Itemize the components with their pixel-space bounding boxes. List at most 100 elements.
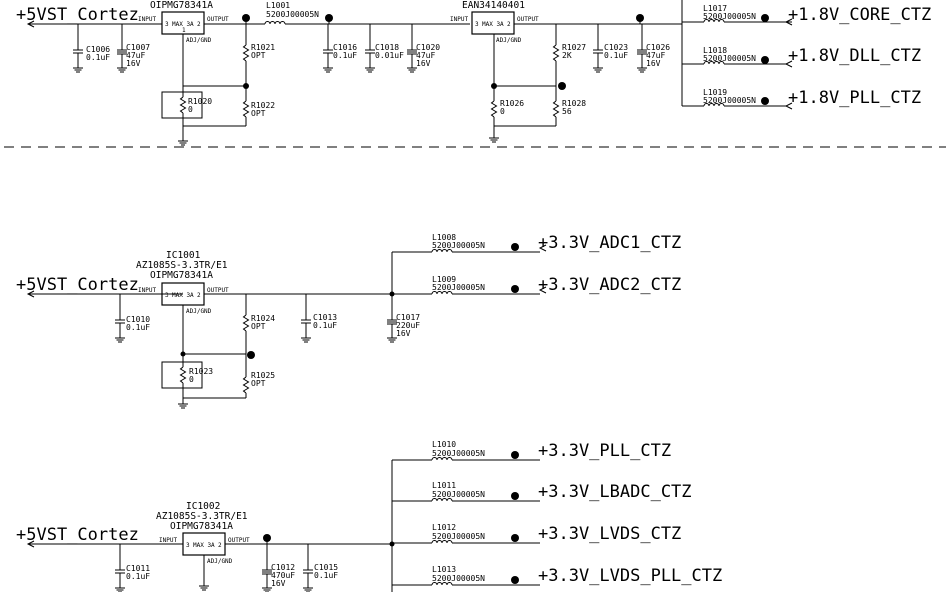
section-1: +5VST_Cortez OIPMG78341A 3 MAX 3A 2 1 IN…	[16, 0, 931, 146]
section-2: +5VST_Cortez IC1001 AZ1085S-3.3TR/E1 OIP…	[16, 233, 681, 409]
component-label: L1008	[432, 233, 456, 242]
component-label: C1023	[604, 43, 628, 52]
component-label: R1021	[251, 43, 275, 52]
output-net-label: +1.8V_DLL_CTZ	[788, 46, 921, 66]
component-label: 0	[500, 107, 505, 116]
component-label: 5200J00005N	[432, 241, 485, 250]
component-label: C1011	[126, 564, 150, 573]
component-label: R1025	[251, 371, 275, 380]
component-label: OPT	[251, 379, 266, 388]
component-label: 0.1uF	[313, 321, 337, 330]
component-label: 47uF	[416, 51, 435, 60]
output-rail: L1012 5200J00005N +3.3V_LVDS_CTZ	[392, 523, 681, 544]
component-label: 16V	[396, 329, 411, 338]
component-label: C1007	[126, 43, 150, 52]
component-label: L1010	[432, 440, 456, 449]
output-net-label: +3.3V_LBADC_CTZ	[538, 482, 692, 502]
component-label: 56	[562, 107, 572, 116]
component-label: 3	[186, 542, 190, 549]
component-label: C1016	[333, 43, 357, 52]
component-label: OIPMG78341A	[170, 521, 233, 532]
component-label: INPUT	[159, 537, 177, 544]
output-net-label: +3.3V_ADC2_CTZ	[538, 275, 681, 295]
component-label: 5200J00005N	[703, 12, 756, 21]
output-rail: L1019 5200J00005N +1.8V_PLL_CTZ	[682, 88, 921, 110]
component-label: ADJ/GND	[186, 37, 212, 44]
component-label: L1011	[432, 481, 456, 490]
ic-part-label: OIPMG78341A	[150, 0, 213, 11]
component-label: OPT	[251, 322, 266, 331]
output-net-label: +1.8V_CORE_CTZ	[788, 5, 931, 25]
component-label: OIPMG78341A	[150, 270, 213, 281]
component-label: 47uF	[646, 51, 665, 60]
component-label: ADJ/GND	[186, 308, 212, 315]
component-label: 5200J00005N	[432, 283, 485, 292]
component-label: C1006	[86, 45, 110, 54]
component-label: MAX 3A	[193, 542, 215, 549]
component-label: 0.1uF	[86, 53, 110, 62]
component-label: 0	[189, 375, 194, 384]
component-label: OUTPUT	[517, 16, 539, 23]
component-label: L1017	[703, 4, 727, 13]
component-label: 2	[197, 292, 201, 299]
regulator-ic: 3 MAX 3A 2 INPUT OUTPUT ADJ/GND	[138, 282, 229, 315]
component-label: OPT	[251, 51, 266, 60]
input-net-label: +5VST_Cortez	[16, 525, 139, 545]
output-rail: L1010 5200J00005N +3.3V_PLL_CTZ	[392, 440, 671, 461]
output-rail: L1011 5200J00005N +3.3V_LBADC_CTZ	[392, 481, 692, 502]
component-label: R1022	[251, 101, 275, 110]
component-label: C1018	[375, 43, 399, 52]
component-label: R1024	[251, 314, 275, 323]
component-label: 5200J00005N	[703, 96, 756, 105]
component-label: 0.1uF	[333, 51, 357, 60]
component-label: R1026	[500, 99, 524, 108]
component-label: IC1002	[186, 501, 220, 512]
component-label: 5200J00005N	[432, 449, 485, 458]
component-label: 0.1uF	[126, 323, 150, 332]
component-label: C1017	[396, 313, 420, 322]
component-label: L1019	[703, 88, 727, 97]
component-label: C1010	[126, 315, 150, 324]
component-label: MAX 3A	[172, 292, 194, 299]
component-label: 0.1uF	[314, 571, 338, 580]
component-label: 0.01uF	[375, 51, 404, 60]
component-label: R1020	[188, 97, 212, 106]
component-label: MAX 3A	[482, 21, 504, 28]
component-label: 5200J00005N	[266, 10, 319, 19]
component-label: 0	[188, 105, 193, 114]
component-label: L1009	[432, 275, 456, 284]
component-label: L1018	[703, 46, 727, 55]
component-label: MAX 3A	[172, 21, 194, 28]
component-label: IC1001	[166, 250, 201, 261]
regulator-ic-2: 3 MAX 3A 2 INPUT OUTPUT ADJ/GND	[450, 11, 539, 44]
output-rail: L1013 5200J00005N +3.3V_LVDS_PLL_CTZ	[392, 565, 722, 586]
output-net-label: +3.3V_PLL_CTZ	[538, 441, 671, 461]
component-label: L1001	[266, 1, 290, 10]
component-label: OPT	[251, 109, 266, 118]
component-label: 2	[197, 21, 201, 28]
component-label: C1013	[313, 313, 337, 322]
output-rail: L1008 5200J00005N +3.3V_ADC1_CTZ	[392, 233, 681, 253]
component-label: 2	[507, 21, 511, 28]
component-label: 0.1uF	[604, 51, 628, 60]
regulator-ic: 3 MAX 3A 2 1 INPUT OUTPUT ADJ/GND	[138, 11, 229, 44]
component-label: ADJ/GND	[496, 37, 522, 44]
component-label: INPUT	[138, 287, 156, 294]
component-label: C1012	[271, 563, 295, 572]
output-net-label: +3.3V_ADC1_CTZ	[538, 233, 681, 253]
component-label: 5200J00005N	[703, 54, 756, 63]
component-label: 1	[182, 27, 186, 34]
output-rail: L1018 5200J00005N +1.8V_DLL_CTZ	[682, 46, 921, 68]
component-label: INPUT	[450, 16, 468, 23]
input-net-label: +5VST_Cortez	[16, 5, 139, 25]
component-label: R1028	[562, 99, 586, 108]
component-label: 2	[218, 542, 222, 549]
output-rail: L1017 5200J00005N +1.8V_CORE_CTZ	[682, 4, 931, 26]
input-net-label: +5VST_Cortez	[16, 275, 139, 295]
component-label: 470uF	[271, 571, 295, 580]
component-label: 5200J00005N	[432, 490, 485, 499]
output-net-label: +3.3V_LVDS_CTZ	[538, 524, 681, 544]
component-label: R1023	[189, 367, 213, 376]
component-label: 0.1uF	[126, 572, 150, 581]
